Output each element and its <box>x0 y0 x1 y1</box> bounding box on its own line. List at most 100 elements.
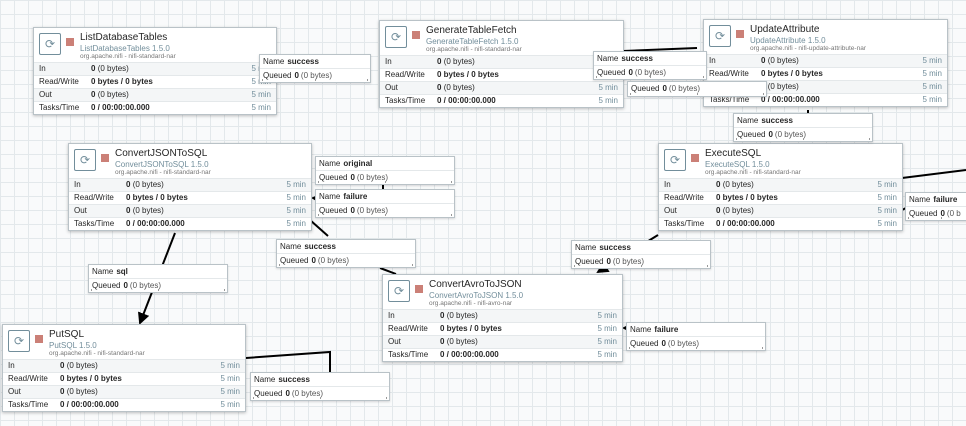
stat-window: 5 min <box>251 90 271 99</box>
connection-queued-count: 0 <box>350 206 355 215</box>
processor-execute-sql[interactable]: ⟳ ExecuteSQL ExecuteSQL 1.5.0 org.apache… <box>658 143 903 231</box>
connection-queued-size: (0 bytes) <box>774 130 807 139</box>
stat-value-main: 0 <box>437 83 442 92</box>
connection-name-label: Name <box>280 242 302 251</box>
stat-value: 0 (0 bytes) <box>60 360 98 372</box>
stat-value: 0 bytes / 0 bytes <box>126 192 188 204</box>
processor-icon: ⟳ <box>39 33 61 55</box>
stat-value: 0 / 00:00:00.000 <box>761 94 820 106</box>
stat-value: 0 (0 bytes) <box>437 56 475 68</box>
queue-progress-bar <box>908 217 966 219</box>
stat-value-main: 0 <box>60 387 65 396</box>
stat-label: Read/Write <box>664 193 704 202</box>
stat-label: In <box>8 361 15 370</box>
stat-label: Tasks/Time <box>74 219 115 228</box>
connection-queued-size: (0 b <box>946 209 961 218</box>
processor-icon: ⟳ <box>664 149 686 171</box>
stat-window: 5 min <box>286 206 306 215</box>
stat-value: 0 (0 bytes) <box>60 386 98 398</box>
connection-queued-count: 0 <box>662 84 667 93</box>
processor-type: ConvertAvroToJSON 1.5.0 <box>429 291 524 300</box>
processor-icon: ⟳ <box>709 25 731 47</box>
stat-value-detail: (0 bytes) <box>132 180 164 189</box>
stat-value: 0 / 00:00:00.000 <box>91 102 150 114</box>
stopped-state-icon <box>66 38 74 46</box>
processor-name: GenerateTableFetch <box>426 25 517 36</box>
stat-window: 5 min <box>598 83 618 92</box>
stat-value: 0 (0 bytes) <box>761 55 799 67</box>
stat-window: 5 min <box>877 180 897 189</box>
stat-value: 0 bytes / 0 bytes <box>437 69 499 81</box>
stat-value: 0 (0 bytes) <box>716 205 754 217</box>
connection-queued-label: Queued <box>263 71 292 80</box>
processor-put-sql[interactable]: ⟳ PutSQL PutSQL 1.5.0 org.apache.nifi - … <box>2 324 246 412</box>
connection-queued-count: 0 <box>311 256 316 265</box>
stat-label: Out <box>664 206 677 215</box>
queue-progress-bar <box>253 397 387 399</box>
processor-list-database-tables[interactable]: ⟳ ListDatabaseTables ListDatabaseTables … <box>33 27 277 115</box>
processor-generate-table-fetch[interactable]: ⟳ GenerateTableFetch GenerateTableFetch … <box>379 20 624 108</box>
stat-window: 5 min <box>220 387 240 396</box>
connection-line <box>901 169 966 179</box>
stat-value-main: 0 <box>60 361 65 370</box>
processor-icon: ⟳ <box>8 330 30 352</box>
stat-label: Read/Write <box>385 70 425 79</box>
processor-icon: ⟳ <box>385 26 407 48</box>
stat-window: 5 min <box>286 180 306 189</box>
connection-queued-label: Queued <box>631 84 660 93</box>
stat-label: Tasks/Time <box>388 350 429 359</box>
processor-update-attribute[interactable]: ⟳ UpdateAttribute UpdateAttribute 1.5.0 … <box>703 19 948 107</box>
stat-label: Read/Write <box>74 193 114 202</box>
stat-value-detail: (0 bytes) <box>722 206 754 215</box>
stat-label: Tasks/Time <box>8 400 49 409</box>
stat-window: 5 min <box>597 324 617 333</box>
stat-value-main: 0 / 00:00:00.000 <box>91 103 150 112</box>
stat-window: 5 min <box>877 219 897 228</box>
connection-queued-size: (0 bytes) <box>612 257 645 266</box>
stat-value: 0 (0 bytes) <box>126 179 164 191</box>
connection-queued-size: (0 bytes) <box>291 389 324 398</box>
queue-progress-bar <box>318 214 452 216</box>
processor-convert-json-to-sql[interactable]: ⟳ ConvertJSONToSQL ConvertJSONToSQL 1.5.… <box>68 143 312 231</box>
stat-value: 0 / 00:00:00.000 <box>60 399 119 411</box>
connection-name: original <box>343 159 373 168</box>
connection-queued-label: Queued <box>909 209 938 218</box>
stat-value-detail: (0 bytes) <box>132 206 164 215</box>
stat-value: 0 bytes / 0 bytes <box>716 192 778 204</box>
connection-queued-size: (0 bytes) <box>356 173 389 182</box>
connection-name-label: Name <box>597 54 619 63</box>
connection-queued-count: 0 <box>123 281 128 290</box>
processor-convert-avro-to-json[interactable]: ⟳ ConvertAvroToJSON ConvertAvroToJSON 1.… <box>382 274 623 362</box>
stat-label: In <box>385 57 392 66</box>
stat-value-main: 0 <box>126 180 131 189</box>
stat-window: 5 min <box>597 337 617 346</box>
stat-window: 5 min <box>251 103 271 112</box>
connection-name-label: Name <box>319 192 341 201</box>
stat-label: Out <box>39 90 52 99</box>
